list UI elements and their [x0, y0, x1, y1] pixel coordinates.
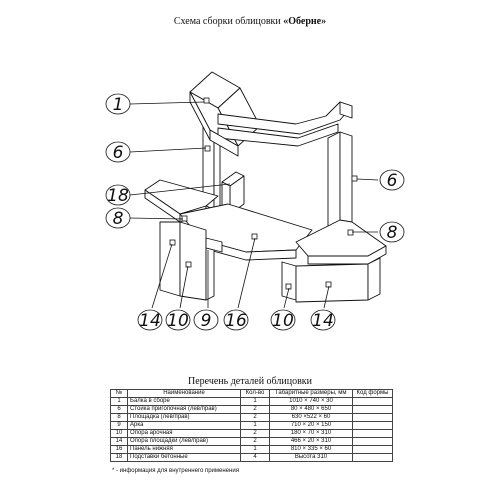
col-name: Наименование [127, 389, 241, 398]
cell-name: Опора площадки (лев/прав) [127, 437, 241, 446]
cell-form-code [352, 413, 393, 422]
parts-list-title: Перечень деталей облицовки [187, 376, 313, 387]
cell-qty: 2 [240, 413, 270, 422]
cell-name: Стойка пригопочная (лев/прав) [127, 405, 241, 414]
right-platform [295, 219, 387, 265]
cell-dimensions: 466 × 20 × 310 [269, 437, 353, 446]
cell-form-code [352, 429, 393, 438]
cell-number: 18 [110, 453, 128, 462]
callout-8-right: 8 [387, 223, 398, 243]
cell-qty: 2 [240, 405, 270, 414]
cell-dimensions: 180 × 70 × 310 [269, 429, 353, 438]
title-name: «Оберне» [283, 16, 327, 27]
cell-qty: 1 [240, 397, 270, 406]
cell-name: Арка [127, 421, 241, 430]
cell-number: 14 [110, 437, 128, 446]
parts-table: № Наименование Кол-во Габаритные размеры… [110, 389, 393, 462]
title-prefix: Схема сборки облицовки [173, 16, 284, 27]
cell-qty: 4 [240, 453, 270, 462]
callout-16: 16 [225, 311, 247, 331]
callout-1: 1 [113, 95, 124, 115]
callout-18: 18 [107, 186, 129, 206]
cell-name: Опора арочная [127, 429, 241, 438]
cell-qty: 1 [240, 421, 270, 430]
parts-table-header: № Наименование Кол-во Габаритные размеры… [110, 389, 393, 398]
callout-6-right: 6 [387, 171, 398, 191]
callout-14-left: 14 [139, 311, 161, 331]
cell-dimensions: 710 × 20 × 150 [269, 421, 353, 430]
cell-qty: 2 [240, 429, 270, 438]
callout-9: 9 [201, 311, 212, 331]
cell-dimensions: 80 × 480 × 650 [269, 405, 353, 414]
cell-form-code [352, 405, 393, 414]
cell-number: 6 [110, 405, 128, 414]
cell-number: 1 [110, 397, 128, 406]
col-form-code: Код формы [352, 389, 393, 398]
cell-dimensions: 630 ×522 × 60 [269, 413, 353, 422]
cell-qty: 2 [240, 437, 270, 446]
arch [205, 237, 223, 253]
diagram-title: Схема сборки облицовки «Оберне» [0, 16, 500, 27]
cell-name: Подставки бетонные [127, 453, 241, 462]
cell-number: 9 [110, 421, 128, 430]
cell-form-code [352, 437, 393, 446]
col-qty: Кол-во [240, 389, 270, 398]
cell-form-code [352, 445, 393, 454]
callout-10-right: 10 [272, 311, 294, 331]
cell-name: Панель нижняя [127, 445, 241, 454]
left-arch-support [205, 247, 215, 301]
callout-14-right: 14 [312, 311, 334, 331]
cell-dimensions: Высота 310 [269, 453, 353, 462]
right-pillar [327, 131, 353, 232]
cell-form-code [352, 421, 393, 430]
cell-dimensions: 1010 × 740 × 30 [269, 397, 353, 406]
callout-10-left: 10 [167, 311, 189, 331]
cell-number: 10 [110, 429, 128, 438]
cell-form-code [352, 453, 393, 462]
col-number: № [110, 389, 128, 398]
callout-6-left: 6 [113, 143, 124, 163]
cell-dimensions: 810 × 335 × 60 [269, 445, 353, 454]
cell-number: 16 [110, 445, 128, 454]
assembly-diagram: 1 6 18 8 6 8 14 10 9 16 10 14 [105, 71, 405, 331]
cell-qty: 1 [240, 445, 270, 454]
callout-8-left: 8 [113, 209, 124, 229]
cell-number: 8 [110, 413, 128, 422]
cell-form-code [352, 397, 393, 406]
top-beam [189, 71, 353, 157]
right-arch-support [281, 261, 297, 301]
cell-name: Балка в сборе [127, 397, 241, 406]
right-support [295, 257, 381, 303]
footnote: * - информация для внутреннего применени… [112, 468, 239, 474]
cell-name: Площадка (лев/прав) [127, 413, 241, 422]
col-dimensions: Габаритные размеры, мм [269, 389, 353, 398]
